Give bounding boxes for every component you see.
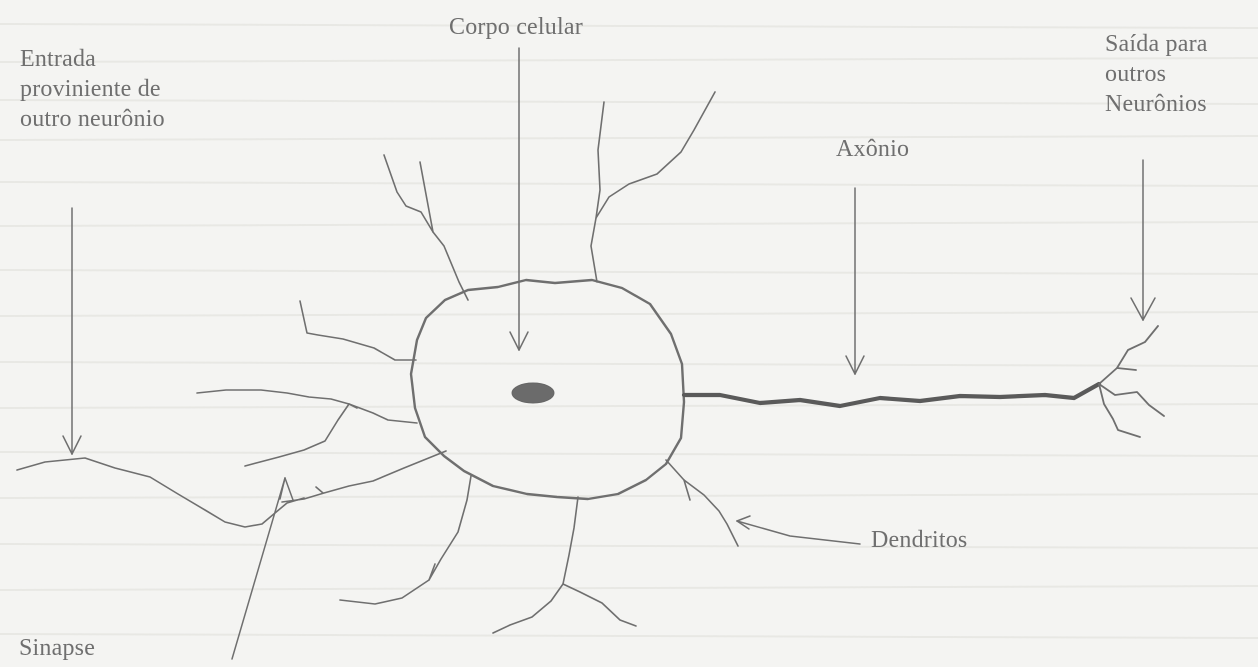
label-entrada: Entrada proviniente de outro neurônio: [20, 44, 165, 134]
arrow-axonio: [846, 188, 864, 374]
axon-terminals: [1099, 326, 1164, 437]
axon: [684, 384, 1099, 406]
label-dendritos: Dendritos: [871, 525, 967, 555]
label-sinapse: Sinapse: [19, 633, 95, 663]
arrow-saida: [1131, 160, 1155, 320]
label-arrows: [63, 48, 1155, 659]
label-corpo-celular: Corpo celular: [449, 12, 583, 42]
arrow-corpo-celular: [510, 48, 528, 350]
label-axonio: Axônio: [836, 134, 909, 164]
arrow-dendritos: [737, 516, 860, 544]
dendrites: [197, 92, 738, 633]
label-saida: Saída para outros Neurônios: [1105, 29, 1208, 119]
nucleus: [512, 383, 554, 403]
arrow-entrada: [63, 208, 81, 454]
entrada-dendrite: [17, 458, 304, 527]
